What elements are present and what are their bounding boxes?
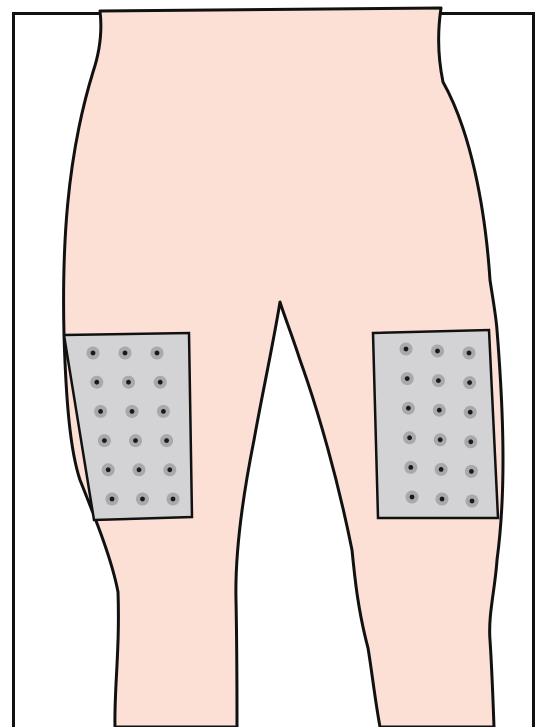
electrode-center <box>405 376 410 381</box>
electrode-center <box>439 467 444 472</box>
electrode-center <box>435 349 440 354</box>
electrode-center <box>110 497 115 502</box>
electrode-center <box>404 347 409 352</box>
electrode-center <box>106 467 111 472</box>
electrode-center <box>410 495 415 500</box>
electrode-center <box>167 467 172 472</box>
electrode-center <box>436 378 441 383</box>
electrode-center <box>408 465 413 470</box>
electrode-center <box>407 435 412 440</box>
electrode-center <box>469 469 474 474</box>
electrode-center <box>123 351 128 356</box>
electrode-center <box>164 438 169 443</box>
electrode-center <box>158 380 163 385</box>
right-thigh-patch <box>373 330 498 518</box>
electrode-center <box>468 439 473 444</box>
electrode-center <box>155 351 160 356</box>
electrode-center <box>438 437 443 442</box>
electrode-center <box>94 380 99 385</box>
electrode-center <box>91 351 96 356</box>
electrode-center <box>133 438 138 443</box>
electrode-center <box>437 408 442 413</box>
electrode-center <box>467 380 472 385</box>
electrode-center <box>140 497 145 502</box>
electrode-center <box>468 410 473 415</box>
electrode-center <box>137 467 142 472</box>
electrode-center <box>470 499 475 504</box>
electrode-center <box>161 409 166 414</box>
electrode-center <box>467 351 472 356</box>
electrode-center <box>102 438 107 443</box>
electrode-center <box>171 497 176 502</box>
electrode-center <box>440 497 445 502</box>
electrode-center <box>130 409 135 414</box>
electrode-center <box>126 380 131 385</box>
electrode-center <box>98 409 103 414</box>
electrode-center <box>406 406 411 411</box>
